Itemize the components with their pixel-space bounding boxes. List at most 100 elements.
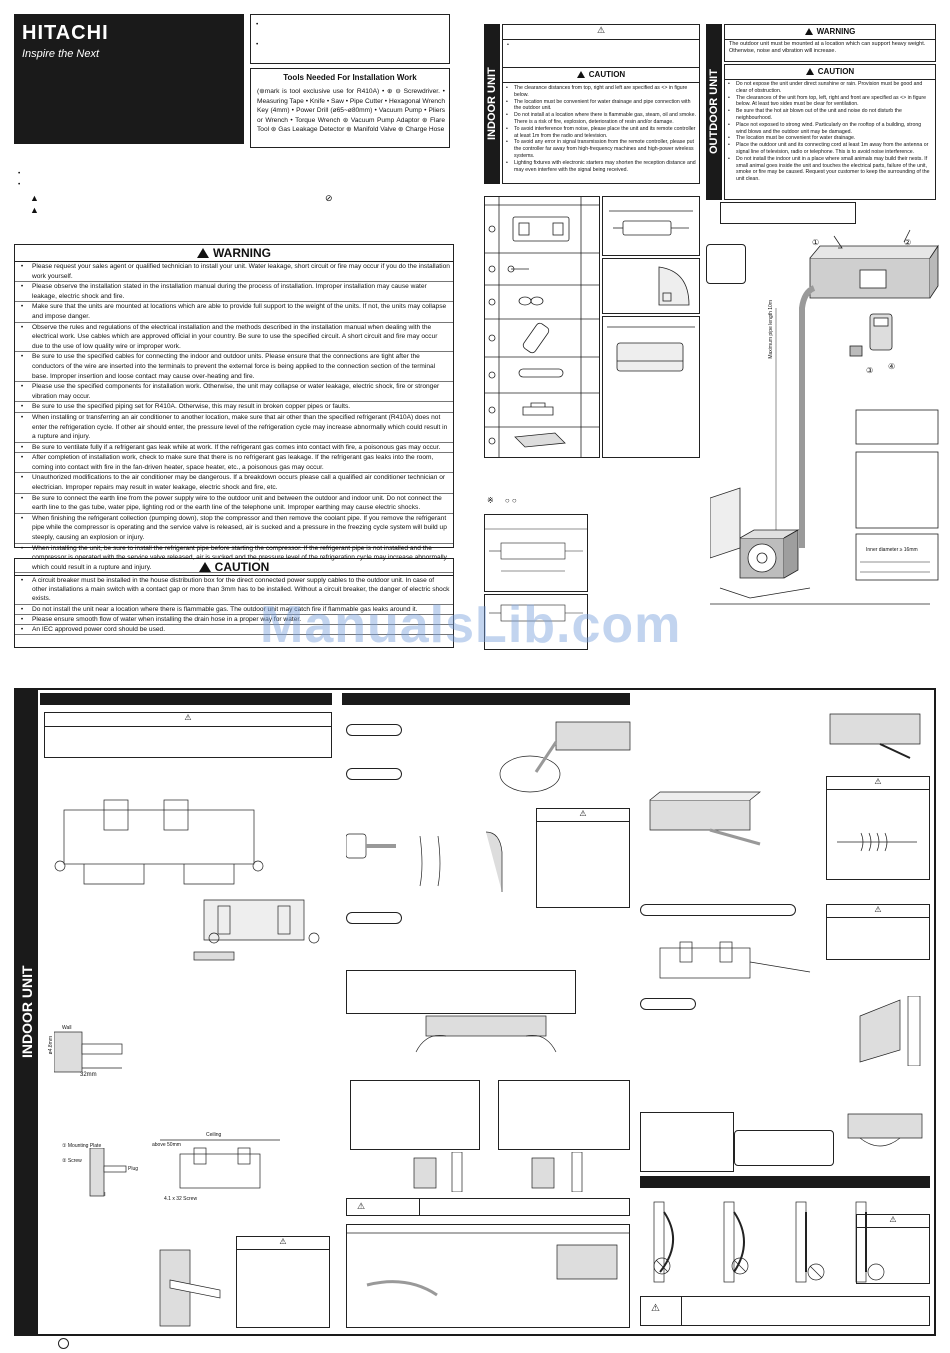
outdoor-unit-label: OUTDOOR UNIT — [706, 24, 722, 200]
list-item: •The location must be convenient for wat… — [506, 99, 696, 113]
bullet: • — [506, 139, 508, 146]
list-item-text: When installing the unit, be sure to ins… — [32, 544, 447, 571]
outdoor-warning-box: WARNING The outdoor unit must be mounted… — [724, 24, 936, 62]
col2-label-1 — [346, 724, 402, 736]
caution-triangle-icon — [805, 68, 814, 75]
list-item-text: Please ensure smooth flow of water when … — [32, 615, 302, 623]
max-pipe-label: Maximum pipe length 10m — [768, 300, 774, 359]
bullet: • — [20, 323, 24, 331]
outdoor-caution-list: • Do not expose the unit under direct sun… — [728, 81, 932, 183]
bullet: • — [20, 626, 24, 634]
caution-box: CAUTION •A circuit breaker must be insta… — [14, 558, 454, 648]
col3-caution-box-2: ⚠ — [826, 904, 930, 960]
bullet: • — [728, 94, 730, 101]
bullet: • — [506, 112, 508, 119]
list-item-text: Be sure to use the specified cables for … — [32, 353, 436, 380]
screw-size-label: 4.1 x 32 Screw — [164, 1196, 198, 1202]
callout-4-label: ④ — [888, 362, 896, 371]
list-item: • The clearances of the unit from top, le… — [728, 95, 932, 109]
bullet: • — [20, 544, 24, 552]
list-item: •Be sure that the hot air blown out of t… — [728, 108, 932, 122]
dim-32-label: 32mm — [80, 1072, 97, 1078]
list-item: •A circuit breaker must be installed in … — [15, 576, 453, 605]
bottom-indoor-label: INDOOR UNIT — [16, 690, 38, 1334]
caution-symbol-icon: ▲ — [30, 205, 39, 215]
unit-hook-diagram — [415, 1015, 557, 1053]
list-item-text: To avoid any error in signal transmissio… — [514, 139, 694, 159]
bullet: • — [506, 159, 508, 166]
list-item-text: Do not expose the unit under direct suns… — [736, 81, 923, 94]
list-item-text: Do not install the indoor unit in a plac… — [736, 155, 930, 183]
ceiling-label: Ceiling — [206, 1132, 222, 1138]
bottom-section — [14, 688, 936, 1336]
col2-label-2 — [346, 768, 402, 780]
bullet: • — [20, 403, 24, 411]
list-item-text: When installing or transferring an air c… — [32, 413, 448, 441]
list-item-text: Lighting fixtures with electronic starte… — [514, 159, 696, 173]
overview-caption-box — [720, 202, 856, 224]
bullet: • — [20, 605, 24, 613]
bullet: • — [728, 121, 730, 128]
bullet: • — [20, 383, 24, 391]
bullet: • — [20, 353, 24, 361]
caution-header: CAUTION — [15, 559, 453, 576]
list-item: •Do not expose the unit under direct sun… — [728, 81, 932, 95]
tools-box: Tools Needed For Installation Work (⊛mar… — [250, 68, 450, 148]
col1-caution-box-2: ⚠ — [236, 1236, 330, 1328]
drill-hole-diagram — [54, 1031, 123, 1073]
bullet: • — [728, 155, 730, 162]
indoor-blank-header: ⚠ — [503, 25, 699, 40]
list-item-text: An IEC approved power cord should be use… — [32, 626, 166, 634]
bullet: • — [20, 303, 24, 311]
list-item: • An IEC approved power cord should be us… — [15, 625, 453, 636]
col2-caution-strip: ⚠ — [346, 1198, 630, 1216]
list-item: •Place the outdoor unit and its connecti… — [728, 142, 932, 156]
col3-plate-diagram — [659, 941, 811, 979]
col3-label-2 — [640, 998, 696, 1010]
col3-caution-strip: ⚠ — [640, 1296, 930, 1326]
list-item-text: The clearances of the unit from top, lef… — [736, 94, 927, 108]
list-item-text: Please request your sales agent or quali… — [32, 263, 450, 280]
drain-hose-diagrams — [653, 1201, 885, 1283]
tools-text: (⊛mark is tool exclusive use for R410A) … — [257, 88, 445, 134]
list-item: •Be sure to connect the earth line from … — [15, 494, 453, 514]
list-item-text: Be sure to connect the earth line from t… — [32, 494, 442, 512]
bullet: • — [20, 474, 24, 482]
list-item: •After completion of installation work, … — [15, 453, 453, 474]
list-item: •Please observe the installation stated … — [15, 282, 453, 303]
bullet: • — [20, 413, 24, 421]
col3-side-diagram — [859, 996, 921, 1066]
accessory-table — [484, 196, 600, 458]
outdoor-warning-text: The outdoor unit must be mounted at a lo… — [729, 41, 926, 55]
warning-triangle-icon — [197, 248, 209, 258]
bullet: • — [20, 577, 24, 584]
above-50-label: above 50mm — [152, 1142, 181, 1148]
tools-title: Tools Needed For Installation Work — [283, 73, 417, 82]
outdoor-warning-title: WARNING — [725, 25, 935, 40]
col3-caution-box-3: ⚠ — [856, 1214, 930, 1284]
prohibit-icon: ⊘ — [325, 193, 333, 203]
ceiling-clearance-diagram — [160, 1139, 280, 1189]
list-item-text: Make sure that the units are mounted at … — [32, 303, 447, 320]
installation-overview-diagram — [710, 229, 939, 605]
indoor-caution-title: CAUTION — [503, 67, 699, 83]
hook-detail-box-2 — [498, 1080, 630, 1150]
callout-2-label: ② — [904, 238, 912, 247]
col2-note-box — [346, 970, 576, 1014]
wall-pipe-diagram — [159, 1249, 221, 1327]
section-bar-3 — [640, 1176, 930, 1188]
col3-box-a — [640, 1112, 734, 1172]
indoor-unit-label: INDOOR UNIT — [484, 24, 500, 184]
col2-bottom-box — [346, 1224, 630, 1328]
overview-note-box — [706, 244, 746, 284]
indoor-unit-pipe-diagram — [499, 721, 631, 793]
screw-label: ② Screw — [62, 1158, 82, 1164]
list-item: • To avoid any error in signal transmissi… — [506, 139, 696, 159]
pipe-bend-diagram — [346, 831, 503, 892]
col2-label-3 — [346, 912, 402, 924]
list-item: •Be sure to use the specified piping set… — [15, 402, 453, 413]
accessory-detail-2 — [602, 258, 700, 314]
bullet: • — [20, 454, 24, 462]
list-item: • When installing the unit, be sure to in… — [15, 544, 453, 574]
wall-label-1: Wall — [62, 1025, 72, 1031]
